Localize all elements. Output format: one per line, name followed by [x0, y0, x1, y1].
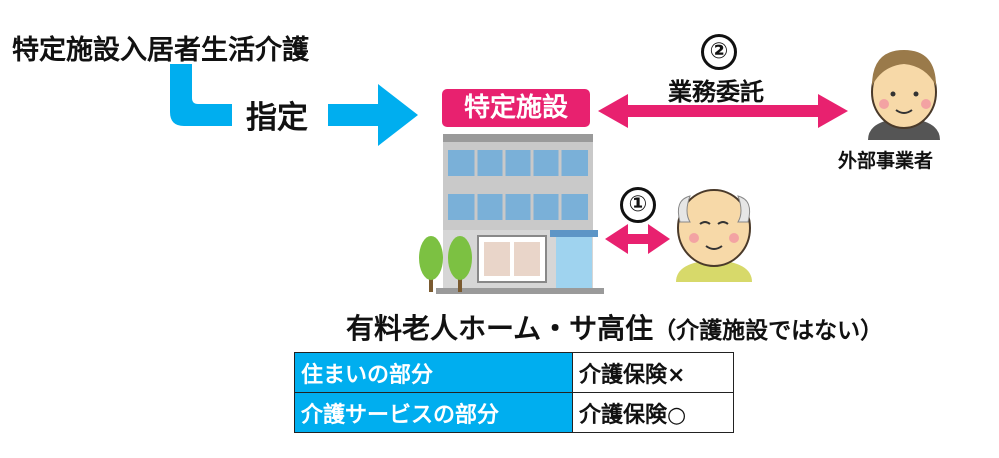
- facility-building-icon: [436, 134, 604, 294]
- tree-icons: [419, 236, 472, 292]
- designation-arrow: [170, 64, 418, 146]
- care-service-arrow: [605, 224, 670, 254]
- resident-person-icon: [676, 189, 752, 282]
- step-one-number: ①: [620, 187, 656, 223]
- table-row-value: 介護保険○: [572, 392, 734, 433]
- facility-badge: 特定施設: [442, 89, 590, 127]
- table-row-label: 住まいの部分: [294, 352, 573, 393]
- table-row: 介護サービスの部分 介護保険○: [294, 392, 734, 433]
- step-two-number: ②: [701, 34, 737, 70]
- home-title: 有料老人ホーム・サ高住（介護施設ではない）: [346, 307, 883, 347]
- designation-label: 指定: [246, 100, 308, 136]
- vendor-person-icon: [868, 50, 940, 140]
- home-title-note: （介護施設ではない）: [653, 318, 884, 344]
- table-row-value: 介護保険×: [572, 352, 734, 393]
- outsourcing-arrow: [598, 94, 848, 128]
- system-title: 特定施設入居者生活介護: [12, 35, 309, 66]
- table-row: 住まいの部分 介護保険×: [294, 352, 734, 393]
- outsourcing-label: 業務委託: [668, 78, 764, 106]
- insurance-coverage-table: 住まいの部分 介護保険× 介護サービスの部分 介護保険○: [294, 352, 734, 433]
- vendor-label: 外部事業者: [838, 150, 934, 172]
- table-row-label: 介護サービスの部分: [294, 392, 573, 433]
- home-title-text: 有料老人ホーム・サ高住: [346, 312, 654, 345]
